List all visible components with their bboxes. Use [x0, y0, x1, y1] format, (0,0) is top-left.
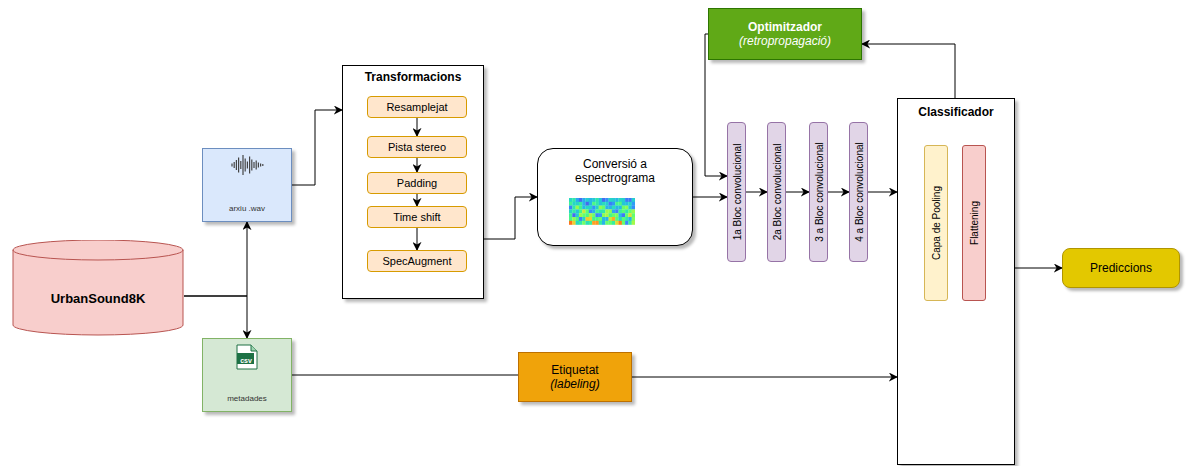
node-label: Resamplejat: [386, 101, 447, 113]
group-box: ClassificadorCapa de Pooling Flattening: [897, 98, 1015, 465]
process-box: SpecAugment: [367, 250, 467, 272]
connector-arrow: [184, 296, 247, 338]
layer-box: Flattening: [962, 145, 986, 301]
conv-block: 4 a Bloc convolucional: [849, 122, 868, 262]
group-title: Transformacions: [343, 70, 483, 84]
spectrogram-image: [569, 198, 635, 225]
node-label: (labeling): [550, 377, 599, 391]
node-label: Padding: [397, 177, 437, 189]
process-box: Conversió a espectrograma: [537, 148, 693, 246]
node-label: UrbanSound8K: [51, 291, 146, 306]
connector-arrow: [632, 377, 897, 378]
node-label: (retropropagació): [739, 34, 831, 48]
process-box: Padding: [367, 172, 467, 194]
connector-arrow: [417, 118, 418, 136]
node-label: Flattening: [969, 201, 980, 245]
node-label: Etiquetat: [551, 363, 598, 377]
connector-arrow: [484, 197, 537, 239]
node-label: 4 a Bloc convolucional: [853, 142, 864, 242]
connector-arrow: [862, 44, 955, 98]
node-label: metadades: [227, 394, 267, 403]
connector-arrow: [786, 192, 809, 193]
node-label: 1a Bloc convolucional: [731, 144, 742, 241]
process-box: Etiquetat(labeling): [518, 352, 632, 402]
node-label: Time shift: [393, 211, 440, 223]
connector-arrow: [417, 158, 418, 172]
connector-arrow: [417, 194, 418, 206]
connector-arrow: [184, 222, 247, 296]
connector-arrow: [417, 228, 418, 250]
connector-arrow: [746, 192, 767, 193]
waveform-icon: [229, 153, 265, 177]
node-label: Capa de Pooling: [931, 186, 942, 260]
file-box: metadades: [202, 338, 292, 412]
group-title: Classificador: [898, 105, 1014, 119]
group-box: TransformacionsResamplejatPista stereoPa…: [342, 65, 484, 299]
icon-label: csv: [234, 357, 258, 364]
optimizer-box: Optimitzador(retropropagació): [708, 8, 862, 60]
process-box: Resamplejat: [367, 96, 467, 118]
node-label: Prediccions: [1090, 261, 1152, 275]
layer-box: Capa de Pooling: [924, 145, 948, 301]
node-label: Conversió a espectrograma: [555, 157, 675, 185]
file-box: arxiu .wav: [202, 148, 292, 222]
connector-arrow: [292, 110, 342, 185]
node-label: 3 a Bloc convolucional: [813, 142, 824, 242]
conv-block: 1a Bloc convolucional: [727, 122, 746, 262]
process-box: Pista stereo: [367, 136, 467, 158]
output-box: Prediccions: [1062, 248, 1180, 288]
process-box: Time shift: [367, 206, 467, 228]
node-label: 2a Bloc convolucional: [771, 144, 782, 241]
connector-arrow: [693, 197, 727, 198]
dataset-cylinder: UrbanSound8K: [12, 240, 184, 336]
connector-arrow: [292, 375, 518, 376]
node-label: SpecAugment: [382, 255, 451, 267]
node-label: Pista stereo: [388, 141, 446, 153]
connector-arrow: [828, 192, 849, 193]
conv-block: 3 a Bloc convolucional: [809, 122, 828, 262]
conv-block: 2a Bloc convolucional: [767, 122, 786, 262]
node-label: Optimitzador: [748, 20, 822, 34]
connector-arrow: [868, 192, 897, 193]
connector-arrow: [1015, 268, 1062, 269]
cylinder-shape: [12, 240, 184, 336]
node-label: arxiu .wav: [229, 204, 265, 213]
